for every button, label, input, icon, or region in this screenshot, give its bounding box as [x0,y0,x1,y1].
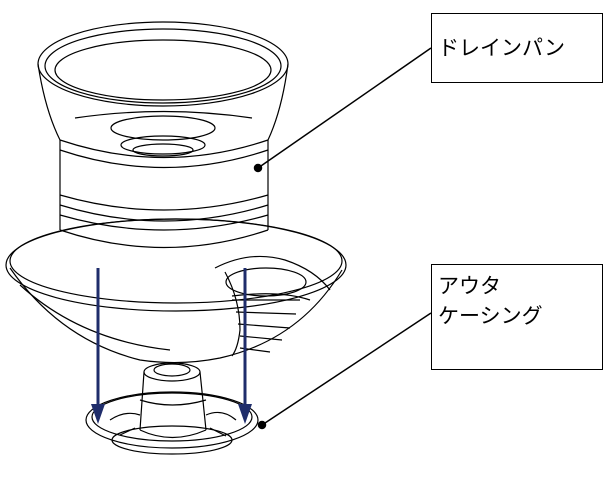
outer-casing [5,218,347,364]
leader-line-drain-pan [257,47,432,169]
outer-casing-label-line1: アウタ [438,274,501,298]
drain-pan [37,21,289,249]
arrowhead-left [91,404,105,424]
outer-casing-label-line2: ケーシング [438,304,543,328]
arrowhead-right [238,404,252,424]
drain-pan-label-box: ドレインパン [431,13,603,83]
leader-dot-outer-casing [257,420,267,430]
outer-casing-label-box: アウタ ケーシング [431,264,603,370]
drain-pan-label: ドレインパン [438,36,566,60]
base-assembly [85,362,259,455]
assembly-arrows [91,268,252,424]
leader-line-outer-casing [261,312,432,426]
leader-dot-drain-pan [253,163,263,173]
